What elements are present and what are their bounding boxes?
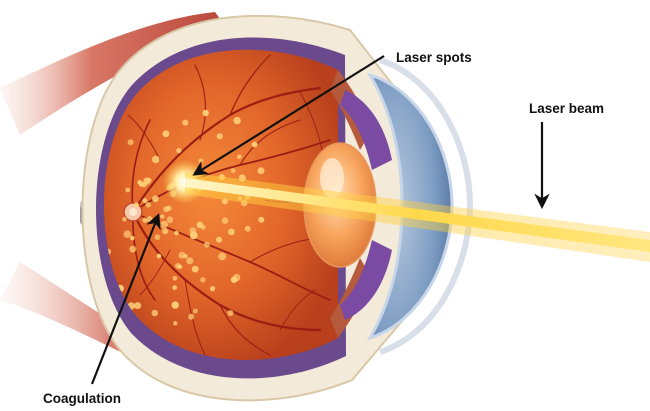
laser-spot <box>176 148 181 153</box>
laser-spot <box>174 231 179 236</box>
laser-spot <box>128 139 134 145</box>
laser-spot <box>167 216 174 223</box>
laser-spot <box>190 227 197 234</box>
laser-spot <box>134 202 139 207</box>
laser-spot <box>129 246 136 253</box>
laser-spot <box>163 130 170 137</box>
laser-spot <box>152 310 159 317</box>
laser-spot <box>217 133 223 139</box>
laser-spot <box>228 229 235 236</box>
laser-spot <box>203 110 209 116</box>
laser-spot <box>145 202 151 208</box>
laser-spot <box>124 230 132 238</box>
laser-spot <box>155 234 161 240</box>
laser-beam-label: Laser beam <box>529 101 604 116</box>
laser-spot <box>222 217 229 224</box>
laser-spot <box>231 276 238 283</box>
laser-spot <box>157 254 162 259</box>
laser-spot <box>175 263 181 269</box>
laser-spot <box>192 266 199 273</box>
laser-spot <box>122 217 127 222</box>
laser-spot <box>193 309 198 314</box>
laser-spot <box>152 156 160 164</box>
laser-spot <box>201 225 206 230</box>
laser-spot <box>233 117 240 124</box>
laser-spot <box>163 206 169 212</box>
laser-spot <box>188 314 194 320</box>
laser-spot <box>125 188 130 193</box>
laser-spot <box>147 216 153 222</box>
laser-spot <box>216 237 222 243</box>
laser-spot <box>160 214 164 218</box>
coagulation-label: Coagulation <box>43 391 121 406</box>
laser-spot <box>162 228 168 234</box>
laser-spot <box>152 196 159 203</box>
laser-spot <box>228 310 234 316</box>
laser-spot <box>142 218 147 223</box>
laser-spot <box>137 180 142 185</box>
laser-spot <box>172 285 177 290</box>
laser-spot <box>173 321 177 325</box>
laser-spot <box>237 154 242 159</box>
laser-spot <box>147 178 152 183</box>
laser-spot <box>200 277 206 283</box>
laser-spot <box>258 167 265 174</box>
laser-spots-label: Laser spots <box>396 50 472 65</box>
laser-spot <box>258 217 264 223</box>
laser-spot <box>252 142 258 148</box>
laser-spot <box>172 301 179 308</box>
laser-spot <box>173 276 178 281</box>
laser-spot <box>160 221 168 229</box>
laser-spot <box>231 168 236 173</box>
laser-spot <box>182 120 188 126</box>
laser-spot <box>186 257 193 264</box>
laser-spot <box>130 236 135 241</box>
laser-spot <box>198 159 203 164</box>
laser-spot <box>245 226 251 232</box>
laser-spot <box>183 254 188 259</box>
laser-spot <box>218 253 226 261</box>
laser-spot <box>204 242 210 248</box>
laser-spot <box>142 198 147 203</box>
laser-spot <box>134 302 141 309</box>
laser-spot <box>210 286 215 291</box>
